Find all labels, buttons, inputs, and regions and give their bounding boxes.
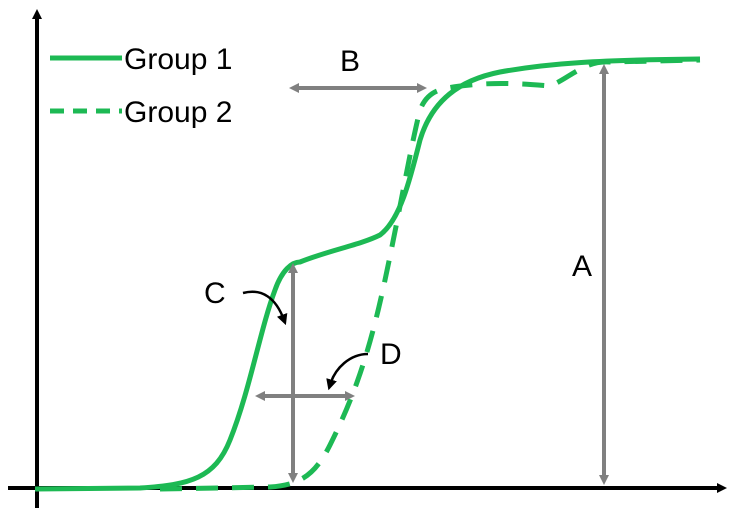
- label-b: B: [340, 45, 360, 78]
- legend-item-group-2: Group 2: [50, 96, 232, 129]
- pointer-d: [326, 352, 369, 391]
- annotation-labels: A B C D: [204, 45, 592, 371]
- legend-item-group-1: Group 1: [50, 43, 232, 76]
- legend: Group 1 Group 2: [50, 43, 232, 129]
- legend-label-group-2: Group 2: [124, 96, 232, 129]
- group-2-curve: [159, 57, 701, 492]
- label-c: C: [204, 277, 226, 310]
- group-1-curve: [34, 56, 701, 492]
- legend-label-group-1: Group 1: [124, 43, 232, 76]
- pointer-c: [242, 290, 288, 326]
- pointer-arrows: [242, 290, 369, 391]
- annotation-arrows: [255, 64, 609, 485]
- curves: [34, 56, 701, 492]
- label-d: D: [380, 338, 402, 371]
- label-a: A: [572, 250, 592, 283]
